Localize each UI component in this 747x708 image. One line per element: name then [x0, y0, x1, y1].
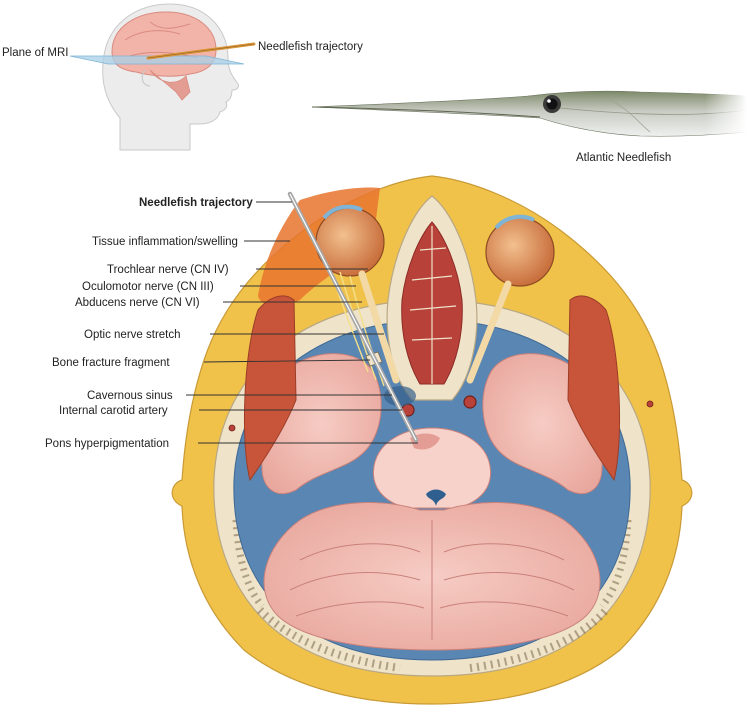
- callout-label: Needlefish trajectory: [139, 197, 253, 209]
- callout-oculomotor-nerve: Oculomotor nerve (CN III): [82, 281, 356, 293]
- left-optic-nerve: [358, 270, 400, 384]
- right-internal-carotid-artery: [463, 395, 477, 409]
- callout-tissue-swelling: Tissue inflammation/swelling: [92, 236, 290, 248]
- callout-label: Pons hyperpigmentation: [45, 438, 169, 450]
- needlefish-illustration: [311, 88, 747, 140]
- callout-label: Internal carotid artery: [59, 405, 168, 417]
- callout-label: Abducens nerve (CN VI): [75, 297, 200, 309]
- callout-pons-hyperpigmentation: Pons hyperpigmentation: [45, 438, 418, 450]
- callout-cavernous-sinus: Cavernous sinus: [87, 390, 392, 402]
- needlefish-caption: Atlantic Needlefish: [576, 152, 671, 164]
- inset-trajectory-label: Needlefish trajectory: [258, 41, 363, 53]
- callout-optic-nerve-stretch: Optic nerve stretch: [84, 329, 384, 341]
- callout-label: Oculomotor nerve (CN III): [82, 281, 214, 293]
- plane-of-mri-label: Plane of MRI: [2, 47, 68, 59]
- callout-label: Cavernous sinus: [87, 390, 173, 402]
- left-temporalis-muscle: [243, 295, 297, 482]
- callout-label: Trochlear nerve (CN IV): [107, 264, 229, 276]
- callout-leader: [203, 359, 371, 363]
- right-eye: [485, 214, 555, 287]
- needlefish-body: [311, 90, 747, 137]
- right-temporalis-muscle: [567, 295, 621, 482]
- callout-bone-fracture: Bone fracture fragment: [52, 357, 371, 369]
- callout-trochlear-nerve: Trochlear nerve (CN IV): [107, 264, 368, 276]
- needlefish-eye: [543, 95, 561, 113]
- axial-head-section: [171, 175, 693, 705]
- head-inset: [69, 3, 256, 151]
- callout-label: Optic nerve stretch: [84, 329, 181, 341]
- callout-needlefish-trajectory: Needlefish trajectory: [139, 197, 292, 209]
- callout-internal-carotid: Internal carotid artery: [59, 405, 402, 417]
- right-optic-nerve: [466, 280, 512, 384]
- pons: [372, 427, 492, 509]
- pons-hyperpigmentation: [410, 433, 440, 450]
- callout-label: Tissue inflammation/swelling: [92, 236, 238, 248]
- callout-list: Needlefish trajectory Tissue inflammatio…: [45, 197, 418, 450]
- cerebellar-folia: [289, 520, 575, 640]
- callout-abducens-nerve: Abducens nerve (CN VI): [75, 297, 362, 309]
- callout-label: Bone fracture fragment: [52, 357, 170, 369]
